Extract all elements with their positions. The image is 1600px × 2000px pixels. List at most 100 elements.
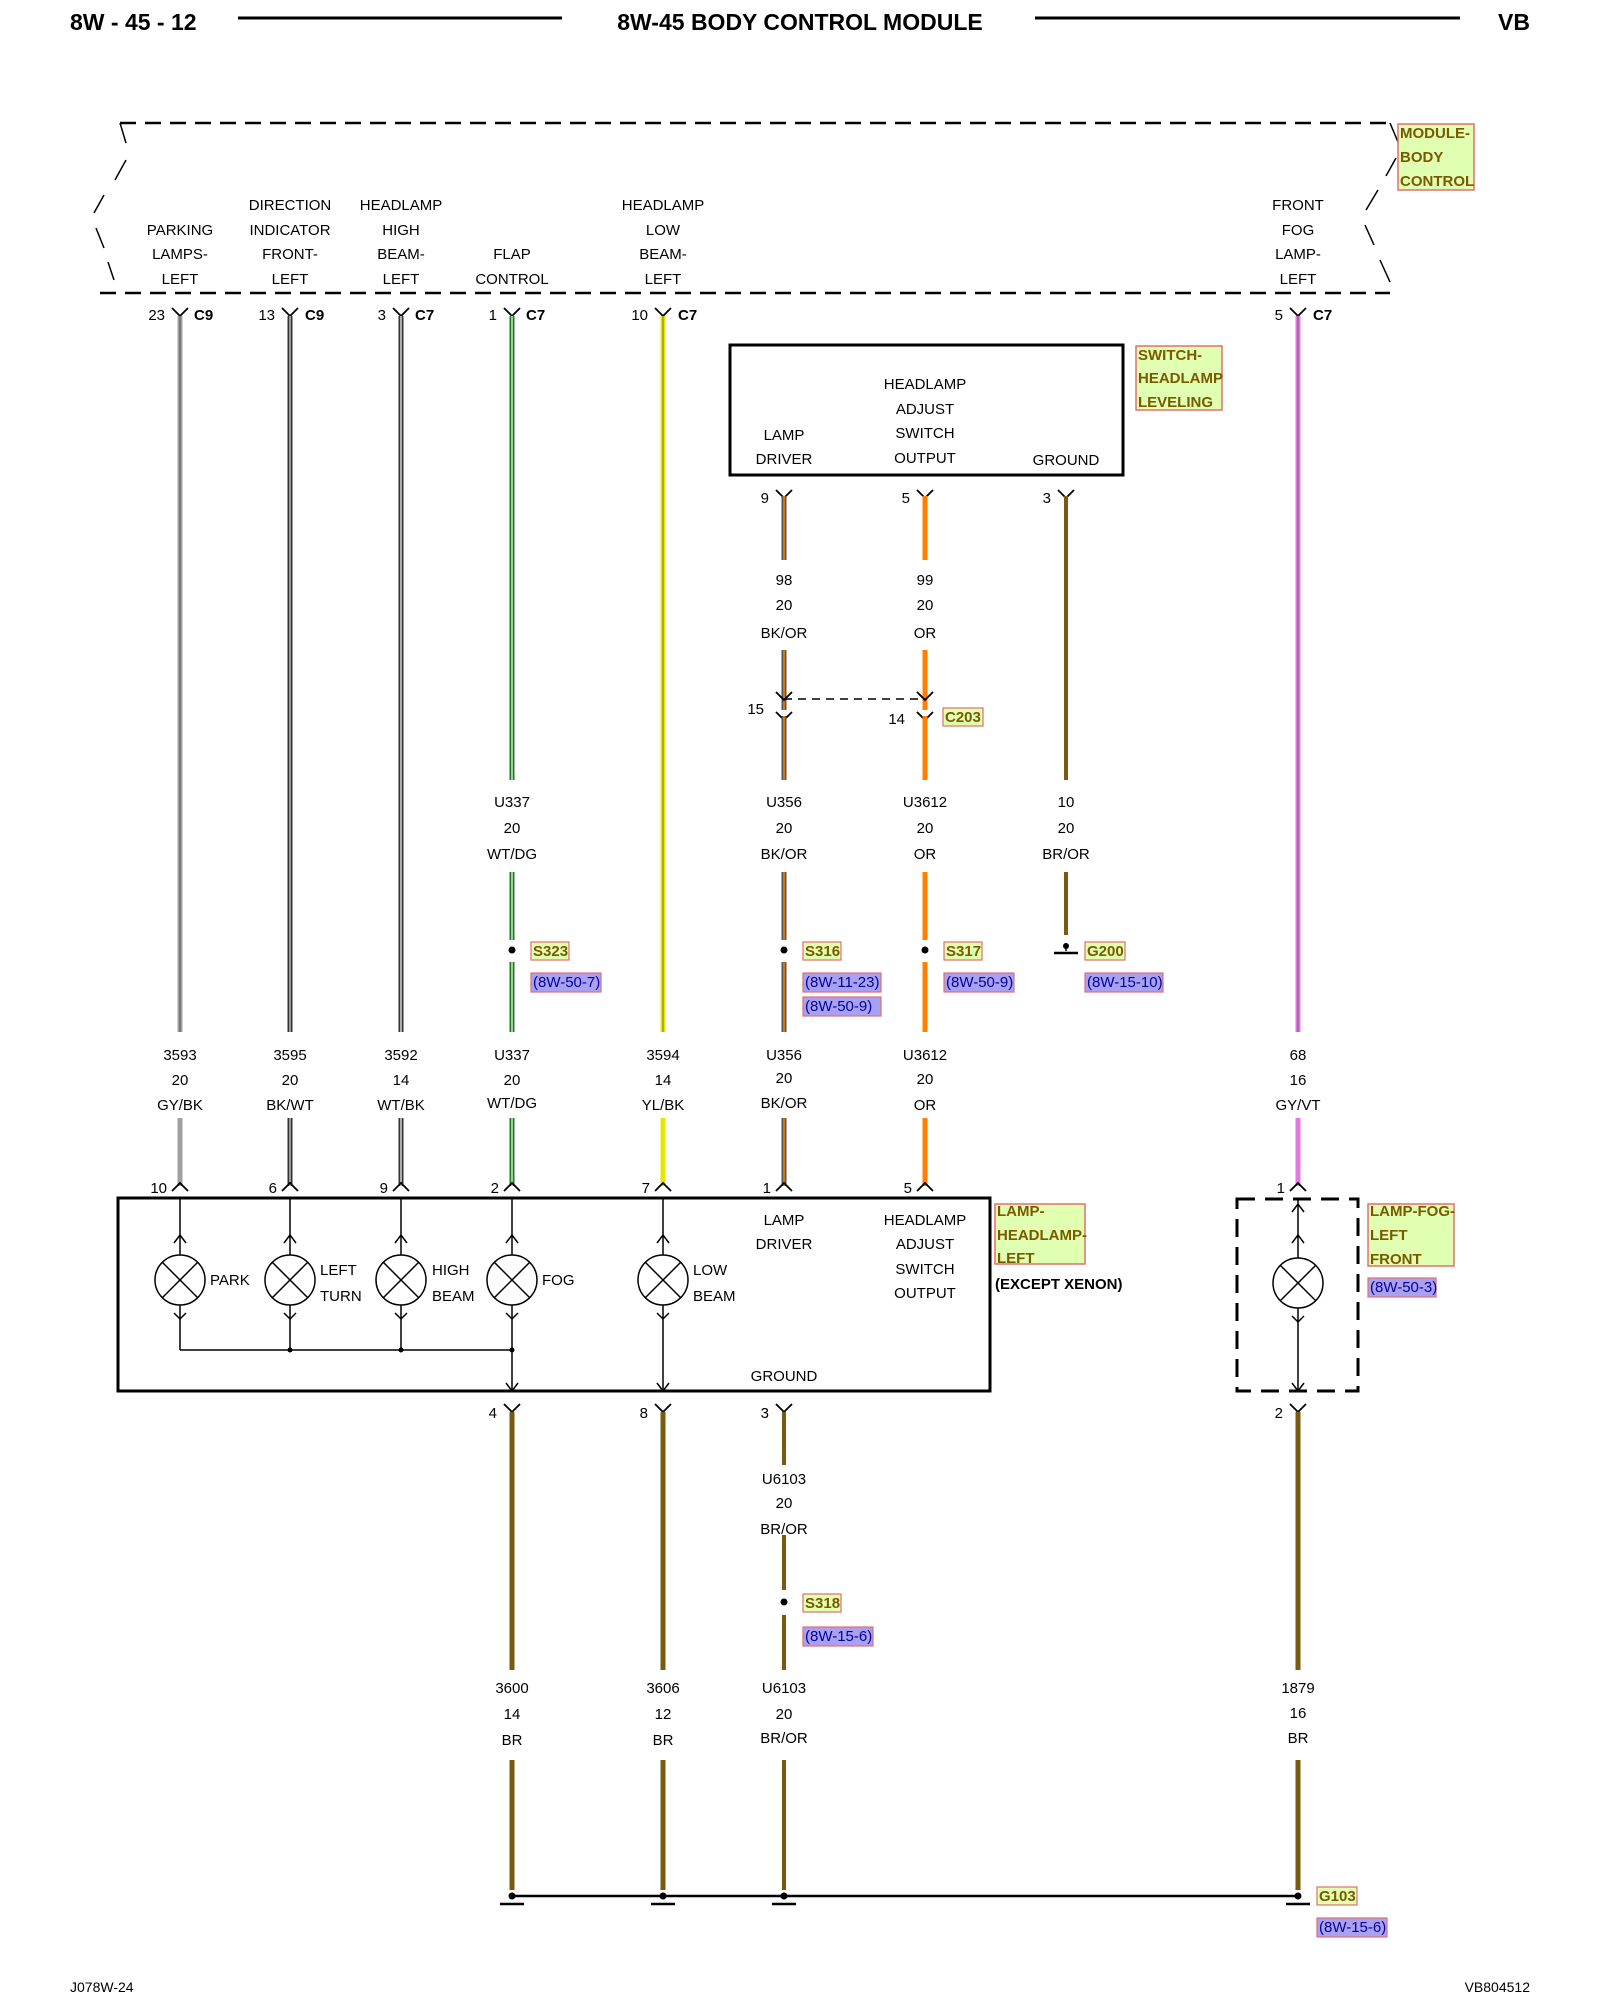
svg-text:C7: C7 — [1313, 307, 1332, 324]
svg-text:C203: C203 — [945, 709, 981, 726]
svg-text:15: 15 — [747, 701, 764, 718]
svg-text:10: 10 — [150, 1180, 167, 1197]
footer-code-left: J078W-24 — [70, 1979, 134, 1995]
lamp-wire-labels: 3593 20 GY/BK 3595 20 BK/WT 3592 14 WT/B… — [157, 1047, 1320, 1114]
svg-text:GY/VT: GY/VT — [1275, 1097, 1320, 1114]
svg-text:CONTROL: CONTROL — [475, 271, 548, 288]
svg-text:FLAP: FLAP — [493, 246, 531, 263]
svg-text:20: 20 — [776, 820, 793, 837]
svg-text:LEFT: LEFT — [1370, 1227, 1408, 1244]
svg-text:(8W-50-9): (8W-50-9) — [805, 998, 872, 1015]
svg-text:3: 3 — [378, 307, 386, 324]
svg-text:10: 10 — [1058, 794, 1075, 811]
svg-text:(8W-50-3): (8W-50-3) — [1370, 1279, 1437, 1296]
svg-text:HEADLAMP: HEADLAMP — [1138, 370, 1223, 387]
svg-text:LEFT: LEFT — [645, 271, 682, 288]
svg-text:HEADLAMP: HEADLAMP — [884, 376, 967, 393]
svg-text:3: 3 — [1043, 490, 1051, 507]
svg-text:(8W-15-10): (8W-15-10) — [1087, 974, 1163, 991]
svg-text:G200: G200 — [1087, 943, 1124, 960]
svg-text:1: 1 — [763, 1180, 771, 1197]
svg-text:U356: U356 — [766, 794, 802, 811]
svg-text:C9: C9 — [305, 307, 324, 324]
splice-s318: S318 (8W-15-6) — [780, 1593, 874, 1647]
svg-text:BR/OR: BR/OR — [1042, 846, 1090, 863]
svg-text:BK/OR: BK/OR — [761, 625, 808, 642]
svg-text:SWITCH-: SWITCH- — [1138, 347, 1202, 364]
svg-text:U337: U337 — [494, 1047, 530, 1064]
svg-text:U6103: U6103 — [762, 1471, 806, 1488]
svg-text:9: 9 — [380, 1180, 388, 1197]
bulb-labels: PARK LEFT TURN HIGH BEAM FOG LOW BEAM LA… — [210, 1212, 966, 1385]
svg-text:20: 20 — [776, 1070, 793, 1087]
svg-text:OR: OR — [914, 846, 937, 863]
svg-text:S323: S323 — [533, 943, 568, 960]
svg-text:OUTPUT: OUTPUT — [894, 1285, 956, 1302]
ground-g103: G103 (8W-15-6) — [500, 1886, 1388, 1938]
svg-text:BEAM: BEAM — [432, 1288, 475, 1305]
headlamp-tag: LAMP- HEADLAMP- LEFT (EXCEPT XENON) — [994, 1203, 1123, 1293]
svg-text:U3612: U3612 — [903, 794, 947, 811]
svg-text:BK/OR: BK/OR — [761, 1095, 808, 1112]
svg-text:20: 20 — [504, 820, 521, 837]
svg-text:BEAM-: BEAM- — [639, 246, 687, 263]
page-title: 8W-45 BODY CONTROL MODULE — [617, 9, 982, 35]
splice-s317: S317 (8W-50-9) — [921, 941, 1015, 993]
svg-text:ADJUST: ADJUST — [896, 1236, 954, 1253]
svg-text:LAMP: LAMP — [764, 427, 805, 444]
svg-text:14: 14 — [393, 1072, 410, 1089]
svg-text:20: 20 — [917, 820, 934, 837]
svg-text:4: 4 — [489, 1405, 497, 1422]
svg-text:16: 16 — [1290, 1705, 1307, 1722]
bcm-connector-marks — [171, 307, 1307, 318]
svg-text:20: 20 — [776, 1495, 793, 1512]
ground-connector-marks — [503, 1403, 1307, 1414]
svg-text:U337: U337 — [494, 794, 530, 811]
svg-text:BR/OR: BR/OR — [760, 1730, 808, 1747]
svg-text:GROUND: GROUND — [751, 1368, 818, 1385]
svg-text:14: 14 — [655, 1072, 672, 1089]
svg-text:WT/BK: WT/BK — [377, 1097, 425, 1114]
svg-text:HEADLAMP: HEADLAMP — [884, 1212, 967, 1229]
svg-text:(8W-15-6): (8W-15-6) — [805, 1628, 872, 1645]
lamp-connector-marks — [171, 1181, 1307, 1192]
svg-text:BR/OR: BR/OR — [760, 1521, 808, 1538]
svg-text:13: 13 — [258, 307, 275, 324]
svg-text:GY/BK: GY/BK — [157, 1097, 203, 1114]
svg-text:HEADLAMP: HEADLAMP — [360, 197, 443, 214]
svg-text:LAMP-FOG-: LAMP-FOG- — [1370, 1203, 1455, 1220]
bulb-circuits — [154, 1198, 689, 1393]
svg-text:WT/DG: WT/DG — [487, 1095, 537, 1112]
wire-lamp-lower — [177, 1118, 1301, 1186]
svg-text:LEFT: LEFT — [383, 271, 420, 288]
u6103-labels: U6103 20 BR/OR — [760, 1471, 808, 1538]
svg-text:2: 2 — [1275, 1405, 1283, 1422]
svg-text:BR: BR — [653, 1732, 674, 1749]
svg-text:3592: 3592 — [384, 1047, 417, 1064]
ground-g200: G200 (8W-15-10) — [1054, 941, 1164, 993]
svg-text:8: 8 — [640, 1405, 648, 1422]
svg-text:U3612: U3612 — [903, 1047, 947, 1064]
svg-text:12: 12 — [655, 1706, 672, 1723]
ground-pins: 4 8 3 2 — [489, 1405, 1283, 1422]
svg-text:3600: 3600 — [495, 1680, 528, 1697]
svg-text:9: 9 — [761, 490, 769, 507]
svg-text:INDICATOR: INDICATOR — [249, 222, 330, 239]
svg-text:68: 68 — [1290, 1047, 1307, 1064]
fog-lamp-tag: LAMP-FOG- LEFT FRONT (8W-50-3) — [1367, 1203, 1455, 1298]
svg-text:5: 5 — [1275, 307, 1283, 324]
svg-text:(8W-11-23): (8W-11-23) — [805, 974, 879, 991]
svg-text:BEAM: BEAM — [693, 1288, 736, 1305]
splice-s323: S323 (8W-50-7) — [508, 941, 602, 993]
model-code: VB — [1498, 9, 1530, 35]
ground-wires — [509, 1412, 1301, 1890]
svg-text:LEFT: LEFT — [320, 1262, 357, 1279]
svg-text:CONTROL: CONTROL — [1400, 173, 1474, 190]
svg-text:6: 6 — [269, 1180, 277, 1197]
svg-text:BK/WT: BK/WT — [266, 1097, 314, 1114]
svg-text:YL/BK: YL/BK — [642, 1097, 685, 1114]
svg-text:C7: C7 — [526, 307, 545, 324]
svg-text:20: 20 — [776, 1706, 793, 1723]
switch-tag: SWITCH- HEADLAMP LEVELING — [1135, 345, 1223, 411]
